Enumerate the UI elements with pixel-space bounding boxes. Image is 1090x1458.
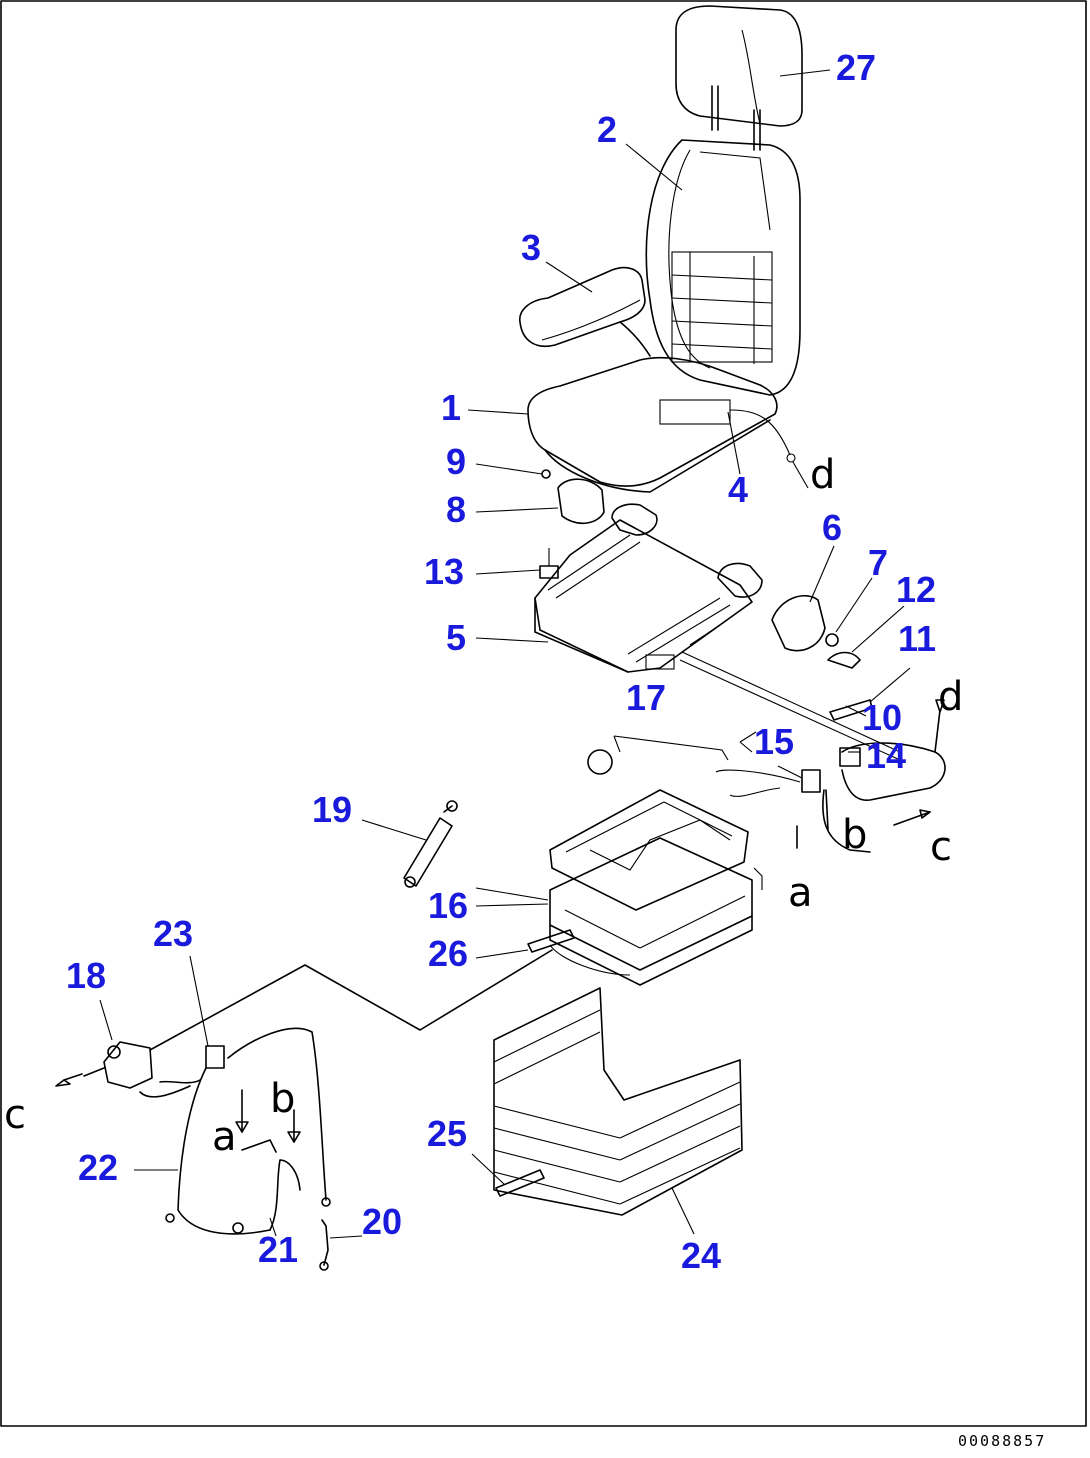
callout-3: 3 [521, 227, 541, 268]
callout-13: 13 [424, 551, 464, 592]
headrest [675, 5, 803, 151]
callout-27: 27 [836, 47, 876, 88]
callout-19: 19 [312, 789, 352, 830]
callout-15: 15 [754, 721, 794, 762]
bellows-cover [493, 987, 743, 1216]
side-covers [539, 469, 873, 721]
connector-c-mid: c [930, 824, 952, 870]
callout-26: 26 [428, 933, 468, 974]
callout-18: 18 [66, 955, 106, 996]
callout-20: 20 [362, 1201, 402, 1242]
connector-b-mid: b [842, 812, 867, 858]
callout-17: 17 [626, 677, 666, 718]
callout-21: 21 [258, 1229, 298, 1270]
wiring-harness-upper [715, 699, 946, 853]
callout-1: 1 [441, 387, 461, 428]
callout-2: 2 [597, 109, 617, 150]
connector-a-mid: a [788, 870, 813, 916]
callout-7: 7 [868, 542, 888, 583]
connector-d-right: d [938, 674, 963, 720]
callout-25: 25 [427, 1113, 467, 1154]
wiring-harness-lower [55, 1027, 331, 1271]
callout-23: 23 [153, 913, 193, 954]
armrest [519, 266, 651, 357]
backrest [645, 139, 801, 396]
callout-9: 9 [446, 441, 466, 482]
callout-10: 10 [862, 697, 902, 738]
connector-a-left: a [212, 1114, 237, 1160]
seat-cushion [527, 356, 809, 493]
callout-5: 5 [446, 617, 466, 658]
drawing-frame [0, 0, 1087, 1427]
callout-8: 8 [446, 489, 466, 530]
callout-14: 14 [866, 735, 906, 776]
callout-4: 4 [728, 469, 748, 510]
callout-12: 12 [896, 569, 936, 610]
callout-6: 6 [822, 507, 842, 548]
connector-d-top: d [810, 452, 835, 498]
shock-absorber [403, 800, 458, 888]
drawing-code: 00088857 [958, 1432, 1046, 1450]
leader-lines [99, 69, 911, 1239]
connector-c-left: c [4, 1092, 26, 1138]
callout-24: 24 [681, 1235, 721, 1276]
connector-b-left: b [270, 1076, 295, 1122]
callout-16: 16 [428, 885, 468, 926]
callout-11: 11 [898, 618, 936, 659]
routing-lines [149, 731, 763, 1051]
slide-rail-frame [534, 503, 901, 761]
callout-22: 22 [78, 1147, 118, 1188]
suspension-unit [527, 749, 753, 986]
